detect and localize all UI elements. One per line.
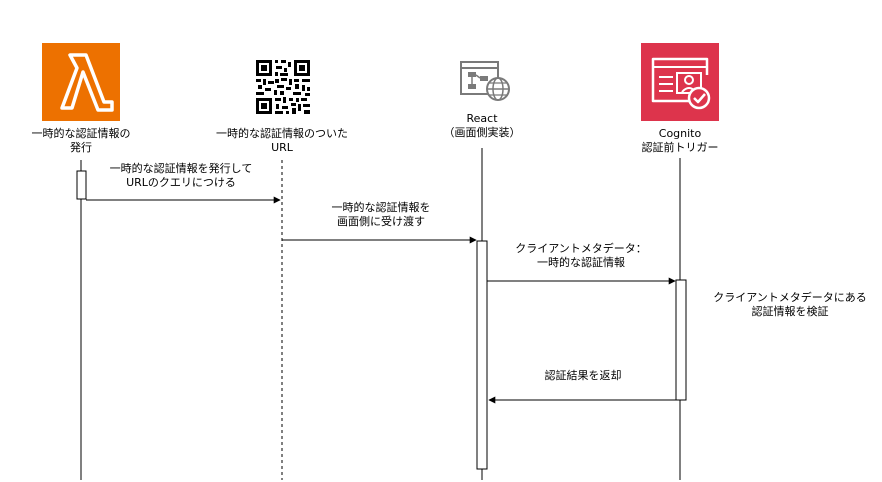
activation-cognito xyxy=(675,279,687,401)
web-application-icon xyxy=(460,61,510,101)
message-label-1: 一時的な認証情報を発行して URLのクエリにつける xyxy=(109,162,253,189)
participant-label-qr: 一時的な認証情報のついた URL xyxy=(216,127,348,154)
participant-label-lambda: 一時的な認証情報の 発行 xyxy=(31,127,131,154)
message-label-3: クライアントメタデータ： 一時的な認証情報 xyxy=(515,242,647,269)
aws-lambda-icon xyxy=(42,43,120,121)
participant-label-react: React （画面側実装） xyxy=(443,112,521,139)
aws-cognito-icon xyxy=(641,43,719,121)
activation-lambda xyxy=(76,170,87,200)
qr-code-icon xyxy=(256,60,310,114)
activation-react xyxy=(476,240,488,470)
participant-label-cognito: Cognito 認証前トリガー xyxy=(641,127,719,154)
note-label: クライアントメタデータにある 認証情報を検証 xyxy=(713,291,867,318)
message-label-4: 認証結果を返却 xyxy=(544,369,622,382)
message-label-2: 一時的な認証情報を 画面側に受け渡す xyxy=(331,201,431,228)
